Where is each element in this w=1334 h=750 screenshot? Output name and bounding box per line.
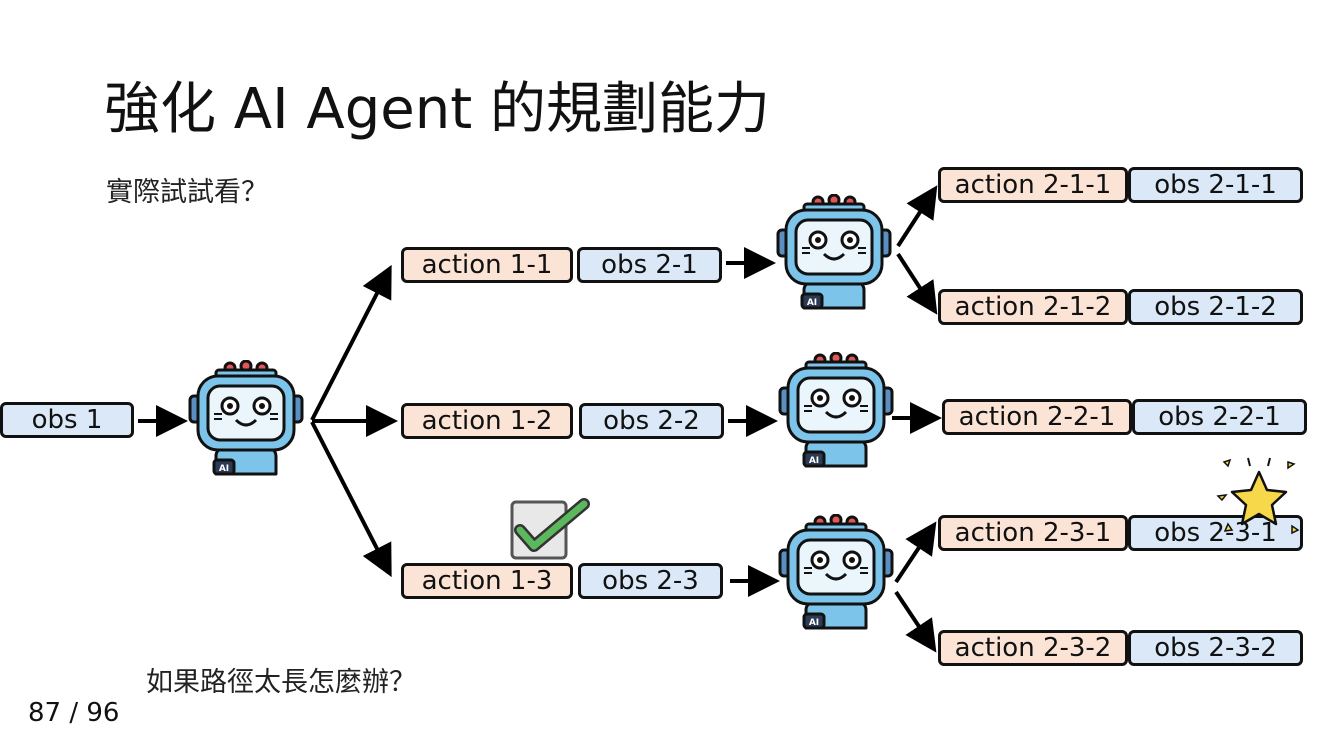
robot-badge: AI <box>809 456 819 466</box>
action-2-2-1-box: action 2-2-1 <box>942 399 1132 435</box>
obs-2-2-1-box: obs 2-2-1 <box>1132 399 1307 435</box>
slide-title: 強化 AI Agent 的規劃能力 <box>104 77 770 142</box>
obs-2-1-2-box: obs 2-1-2 <box>1128 289 1303 325</box>
star-sparkle-icon <box>1216 457 1300 535</box>
obs-2-3-box: obs 2-3 <box>578 563 723 599</box>
action-2-1-2-box: action 2-1-2 <box>938 289 1128 325</box>
page-number: 87 / 96 <box>28 698 120 728</box>
slide-subtitle: 實際試試看？ <box>106 177 268 208</box>
root-obs-box: obs 1 <box>0 402 134 438</box>
bottom-question: 如果路徑太長怎麼辦？ <box>146 667 416 698</box>
robot-badge: AI <box>809 618 819 628</box>
action-1-2-box: action 1-2 <box>401 403 573 439</box>
action-1-3-box: action 1-3 <box>401 563 573 599</box>
robot-icon: AI <box>778 352 894 468</box>
arrow-to-action-2-3-2 <box>894 590 937 653</box>
action-2-1-1-box: action 2-1-1 <box>938 167 1128 203</box>
checkbox-check-icon <box>510 498 590 560</box>
arrow-to-action-2-1-1 <box>896 185 938 248</box>
robot-icon: AI <box>188 360 304 476</box>
robot-icon: AI <box>776 194 892 310</box>
arrow-agent-to-action-1-1 <box>310 264 392 421</box>
robot-badge: AI <box>219 464 229 474</box>
action-2-3-1-box: action 2-3-1 <box>938 515 1128 551</box>
robot-badge: AI <box>807 298 817 308</box>
obs-2-1-1-box: obs 2-1-1 <box>1128 167 1303 203</box>
arrow-to-action-2-3-1 <box>894 521 937 584</box>
obs-2-2-box: obs 2-2 <box>579 403 724 439</box>
action-1-1-box: action 1-1 <box>401 247 573 283</box>
obs-2-3-2-box: obs 2-3-2 <box>1128 630 1303 666</box>
arrow-to-action-2-1-2 <box>896 252 938 315</box>
robot-icon: AI <box>778 514 894 630</box>
obs-2-1-box: obs 2-1 <box>577 247 722 283</box>
arrow-agent-to-action-1-3 <box>310 421 392 578</box>
action-2-3-2-box: action 2-3-2 <box>938 630 1128 666</box>
